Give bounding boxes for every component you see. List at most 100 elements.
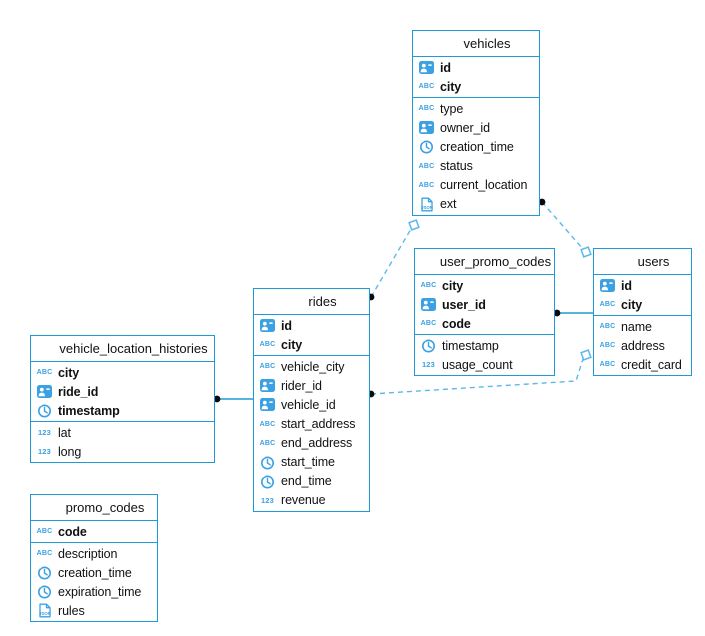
column-row[interactable]: creation_time	[31, 563, 157, 582]
endpoint-dot	[213, 395, 221, 403]
column-name: owner_id	[440, 120, 490, 135]
column-row[interactable]: JSON rules	[31, 601, 157, 620]
clock-time-type-icon	[418, 139, 435, 154]
svg-text:JSON: JSON	[39, 611, 51, 616]
column-row[interactable]: ride_id	[31, 382, 214, 401]
123-number-type-icon: 123	[37, 447, 52, 457]
column-row[interactable]: ABC type	[413, 99, 539, 118]
table-title: rides	[308, 294, 337, 309]
table-header[interactable]: promo_codes	[31, 495, 157, 521]
column-row[interactable]: ABC city	[31, 363, 214, 382]
clock-time-type-icon	[259, 474, 276, 489]
column-name: creation_time	[440, 139, 514, 154]
column-name: long	[58, 444, 82, 459]
column-name: id	[621, 278, 632, 293]
json-type-icon: JSON	[36, 603, 53, 618]
table-header[interactable]: vehicle_location_histories	[31, 336, 214, 362]
column-row[interactable]: expiration_time	[31, 582, 157, 601]
table-header[interactable]: vehicles	[413, 31, 539, 57]
column-name: rules	[58, 603, 85, 618]
column-row[interactable]: rider_id	[254, 376, 369, 395]
column-row[interactable]: end_time	[254, 472, 369, 491]
column-row[interactable]: start_time	[254, 453, 369, 472]
person-id-type-icon	[599, 279, 616, 293]
abc-text-type-icon: ABC	[599, 301, 616, 309]
column-name: name	[621, 319, 652, 334]
column-row[interactable]: id	[413, 58, 539, 77]
column-row[interactable]: ABC address	[594, 336, 691, 355]
endpoint-dot	[553, 309, 561, 317]
column-name: city	[58, 365, 80, 380]
column-row[interactable]: timestamp	[415, 336, 554, 355]
column-name: end_time	[281, 474, 332, 489]
relationship-line-rides-to-vehicles[interactable]	[370, 228, 412, 298]
endpoint-square-marker	[580, 246, 592, 258]
column-row[interactable]: id	[594, 276, 691, 295]
table-title: user_promo_codes	[439, 254, 552, 269]
column-row[interactable]: vehicle_id	[254, 395, 369, 414]
column-row[interactable]: 123 long	[31, 442, 214, 461]
column-name: rider_id	[281, 378, 322, 393]
table-header[interactable]: rides	[254, 289, 369, 315]
column-row[interactable]: user_id	[415, 295, 554, 314]
abc-text-type-icon: ABC	[418, 105, 435, 113]
column-name: ride_id	[58, 384, 99, 399]
table-header[interactable]: users	[594, 249, 691, 275]
abc-text-type-icon: ABC	[36, 369, 53, 377]
person-id-type-icon	[418, 61, 435, 75]
column-row[interactable]: owner_id	[413, 118, 539, 137]
abc-text-type-icon: ABC	[36, 550, 53, 558]
column-row[interactable]: id	[254, 316, 369, 335]
column-name: revenue	[281, 493, 326, 508]
table-header[interactable]: user_promo_codes	[415, 249, 554, 275]
clock-time-type-icon	[36, 403, 53, 418]
column-name: address	[621, 338, 665, 353]
abc-text-type-icon: ABC	[599, 342, 616, 350]
table-title: vehicles	[463, 36, 511, 51]
endpoint-square-marker	[580, 349, 592, 361]
column-name: id	[440, 60, 451, 75]
person-id-type-icon	[259, 398, 276, 412]
column-name: usage_count	[442, 357, 513, 372]
column-row[interactable]: creation_time	[413, 137, 539, 156]
column-row[interactable]: timestamp	[31, 401, 214, 420]
relationship-line-vehicles-to-users[interactable]	[541, 201, 584, 250]
clock-time-type-icon	[36, 584, 53, 599]
table-title: vehicle_location_histories	[59, 341, 208, 356]
column-name: type	[440, 101, 464, 116]
column-name: code	[442, 316, 471, 331]
relationship-line-rides-to-users[interactable]	[370, 358, 584, 395]
column-name: start_time	[281, 455, 335, 470]
column-name: vehicle_id	[281, 397, 336, 412]
